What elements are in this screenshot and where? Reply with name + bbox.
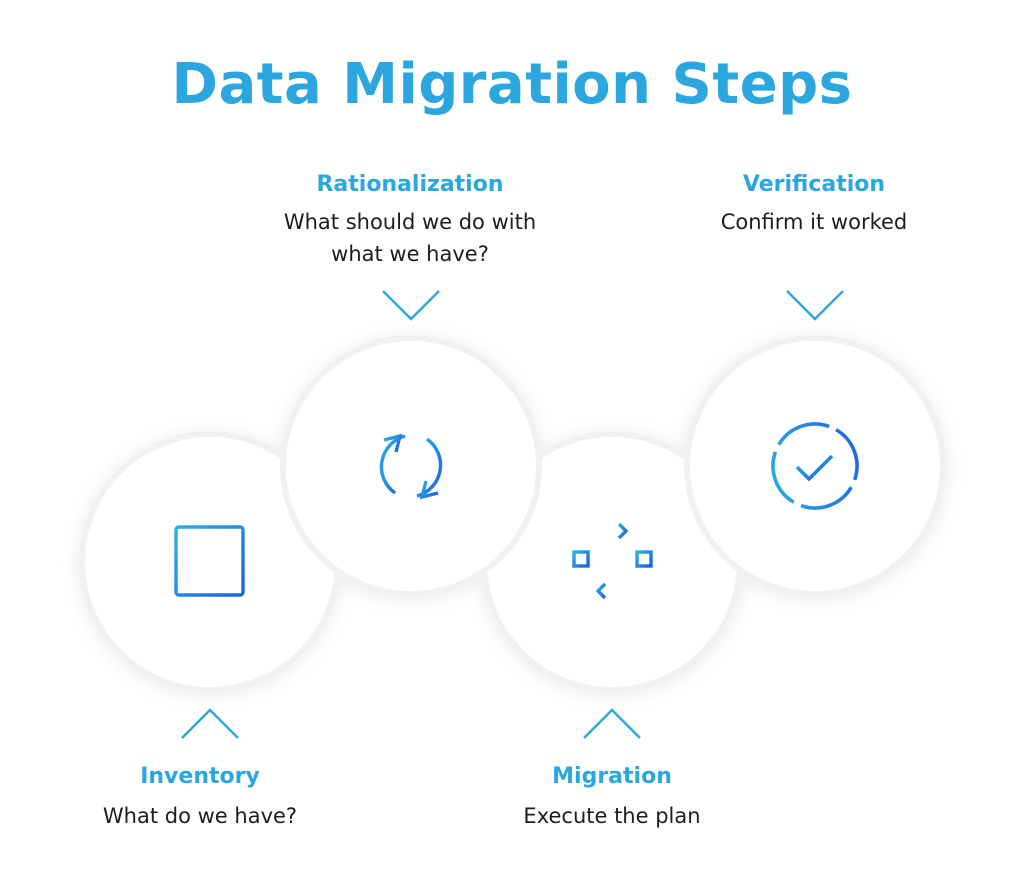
chevron-down-icon xyxy=(382,290,440,321)
chevron-down-icon xyxy=(786,290,844,321)
step-description-inventory: What do we have? xyxy=(102,804,298,828)
transfer-arrows-icon xyxy=(572,522,653,600)
circle-verification xyxy=(684,335,946,597)
step-description-line: what we have? xyxy=(331,242,489,266)
pointers xyxy=(181,290,844,739)
chevron-up-icon xyxy=(181,708,239,739)
step-label-migration: Migration xyxy=(552,764,672,789)
refresh-cycle-icon xyxy=(379,433,443,500)
server-list-icon xyxy=(174,525,245,597)
check-circle-icon xyxy=(771,422,859,510)
step-description-migration: Execute the plan xyxy=(523,804,701,828)
step-label-inventory: Inventory xyxy=(140,764,260,789)
circle-rationalization xyxy=(280,335,542,597)
step-label-rationalization: Rationalization xyxy=(316,172,504,197)
page-title: Data Migration Steps xyxy=(171,52,853,117)
step-description-rationalization: What should we do with what we have? xyxy=(230,206,590,270)
step-circles xyxy=(79,335,946,693)
step-description-line: What should we do with xyxy=(283,210,537,234)
chevron-up-icon xyxy=(583,708,641,739)
step-description-verification: Confirm it worked xyxy=(720,210,908,234)
step-label-verification: Verification xyxy=(742,172,886,197)
